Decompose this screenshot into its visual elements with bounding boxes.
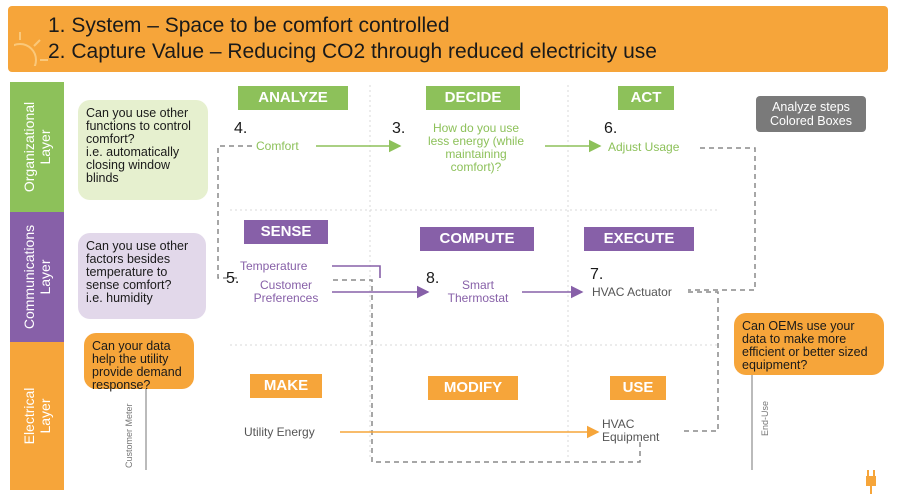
- step-number-3: 3.: [392, 120, 406, 137]
- question-other-functions: Can you use other functions to control c…: [78, 100, 208, 200]
- question-oems: Can OEMs use your data to make more effi…: [734, 313, 884, 375]
- question-other-factors: Can you use other factors besides temper…: [78, 233, 206, 319]
- step-number-8: 8.: [426, 270, 440, 287]
- stage-modify: MODIFY: [428, 376, 518, 400]
- plug-icon: [866, 470, 876, 494]
- step-number-6: 6.: [604, 120, 618, 137]
- stage-execute: EXECUTE: [584, 227, 694, 251]
- step-number-7: 7.: [590, 266, 604, 283]
- stage-make: MAKE: [250, 374, 322, 398]
- step-utility-energy: Utility Energy: [244, 425, 315, 439]
- stage-analyze: ANALYZE: [238, 86, 348, 110]
- question-other-functions-text: Can you use other functions to control c…: [86, 106, 191, 185]
- customer-meter-label: Customer Meter: [124, 403, 134, 468]
- question-oems-text: Can OEMs use your data to make more effi…: [742, 319, 868, 372]
- header-line-1: 1. System – Space to be comfort controll…: [48, 14, 450, 37]
- question-demand-response-text: Can your data help the utility provide d…: [92, 339, 182, 392]
- step-number-4: 4.: [234, 120, 248, 137]
- question-demand-response: Can your data help the utility provide d…: [84, 333, 194, 392]
- step-hvac-actuator: HVAC Actuator: [592, 285, 672, 299]
- step-comfort: Comfort: [256, 139, 299, 153]
- question-other-factors-text: Can you use other factors besides temper…: [86, 239, 189, 305]
- step-adjust-usage: Adjust Usage: [608, 140, 680, 154]
- stage-decide: DECIDE: [426, 86, 520, 110]
- end-use-label: End-Use: [760, 400, 770, 436]
- header-banner: 1. System – Space to be comfort controll…: [8, 6, 888, 72]
- step-temperature: Temperature: [240, 259, 308, 273]
- sun-icon: [14, 32, 48, 66]
- stage-compute: COMPUTE: [420, 227, 534, 251]
- header-line-2: 2. Capture Value – Reducing CO2 through …: [48, 40, 657, 63]
- stage-sense: SENSE: [244, 220, 328, 244]
- step-number-5: 5.: [226, 270, 240, 287]
- stage-use: USE: [610, 376, 666, 400]
- stage-act: ACT: [618, 86, 674, 110]
